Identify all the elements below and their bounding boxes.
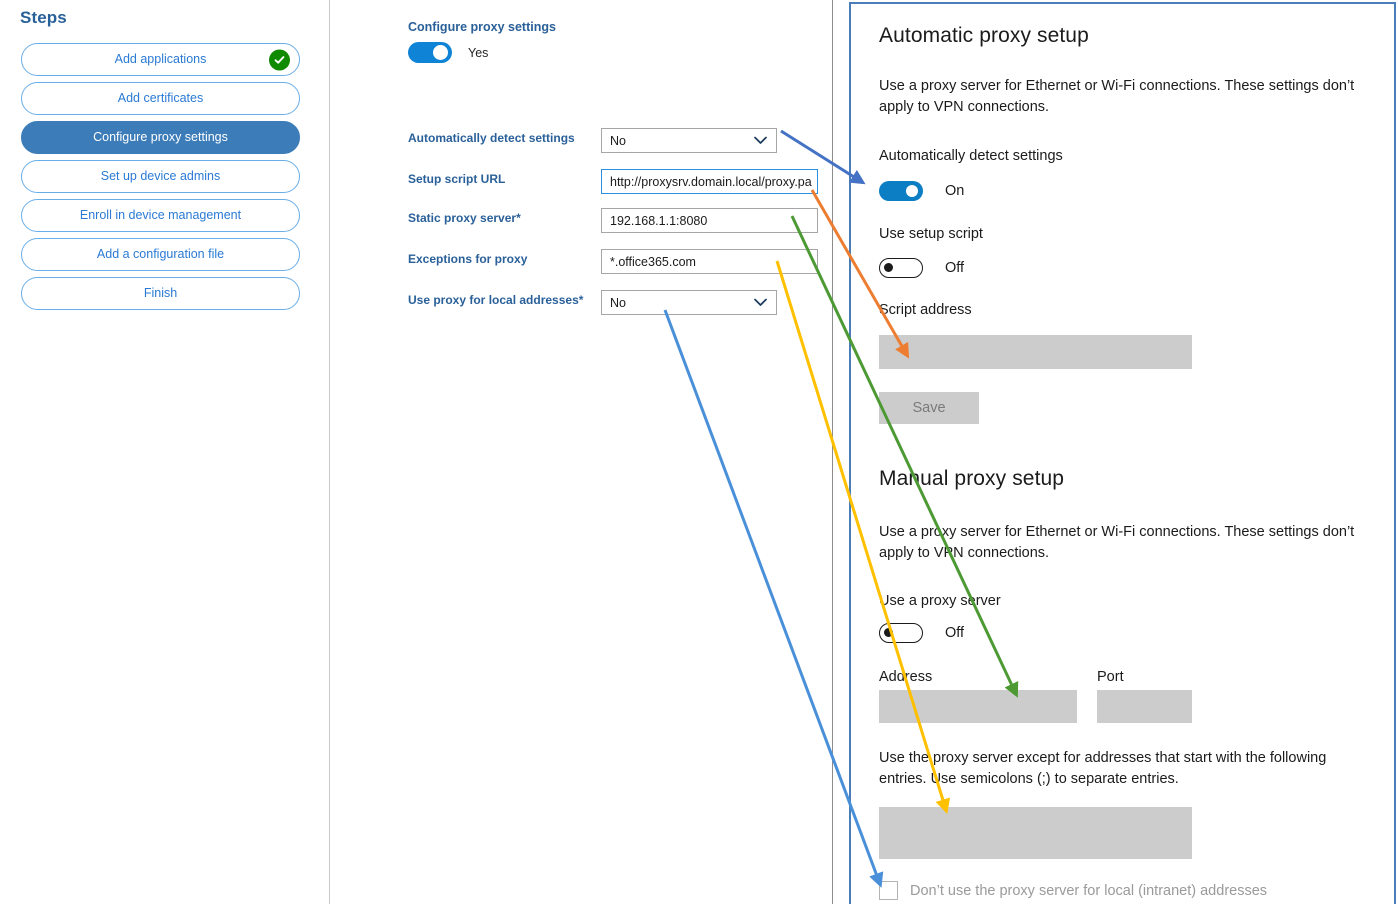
use-a-proxy-server-label: Use a proxy server bbox=[879, 593, 1001, 609]
step-item-label: Configure proxy settings bbox=[93, 130, 228, 145]
automatic-proxy-setup-heading: Automatic proxy setup bbox=[879, 24, 1089, 47]
toggle-knob bbox=[884, 263, 893, 272]
input-setup-script-url[interactable]: http://proxysrv.domain.local/proxy.pa bbox=[601, 169, 818, 194]
step-item-add-applications[interactable]: Add applications bbox=[21, 43, 300, 76]
use-a-proxy-server-toggle[interactable] bbox=[879, 623, 923, 643]
auto-detect-settings-toggle-row: On bbox=[879, 181, 964, 201]
use-setup-script-label: Use setup script bbox=[879, 226, 983, 242]
bypass-local-addresses-row: Don’t use the proxy server for local (in… bbox=[879, 881, 1267, 900]
input-static-proxy-server[interactable]: 192.168.1.1:8080 bbox=[601, 208, 818, 233]
field-label-exceptions-for-proxy: Exceptions for proxy bbox=[408, 252, 528, 266]
step-item-add-certificates[interactable]: Add certificates bbox=[21, 82, 300, 115]
step-item-add-a-configuration-file[interactable]: Add a configuration file bbox=[21, 238, 300, 271]
proxy-exceptions-description: Use the proxy server except for addresse… bbox=[879, 750, 1327, 787]
chevron-down-icon bbox=[754, 294, 767, 312]
auto-detect-settings-toggle-state: On bbox=[945, 183, 965, 199]
select-value: No bbox=[610, 295, 626, 310]
step-item-label: Finish bbox=[143, 286, 178, 301]
form-heading: Configure proxy settings bbox=[408, 20, 556, 34]
step-item-set-up-device-admins[interactable]: Set up device admins bbox=[21, 160, 300, 193]
field-label-automatically-detect-settings: Automatically detect settings bbox=[408, 131, 575, 145]
select-automatically-detect-settings[interactable]: No bbox=[601, 128, 777, 153]
auto-detect-settings-toggle[interactable] bbox=[879, 181, 923, 201]
toggle-knob bbox=[884, 628, 893, 637]
step-item-enroll-in-device-management[interactable]: Enroll in device management bbox=[21, 199, 300, 232]
manual-proxy-setup-heading: Manual proxy setup bbox=[879, 467, 1065, 490]
chevron-down-icon bbox=[754, 132, 767, 150]
step-item-label: Set up device admins bbox=[100, 169, 221, 184]
step-item-label: Add a configuration file bbox=[96, 247, 225, 262]
select-value: No bbox=[610, 133, 626, 148]
step-item-finish[interactable]: Finish bbox=[21, 277, 300, 310]
input-value: 192.168.1.1:8080 bbox=[610, 213, 708, 228]
address-label: Address bbox=[879, 669, 933, 685]
use-a-proxy-server-toggle-row: Off bbox=[879, 623, 964, 643]
use-a-proxy-server-toggle-state: Off bbox=[945, 625, 965, 641]
field-label-static-proxy-server: Static proxy server* bbox=[408, 211, 521, 225]
step-item-label: Add certificates bbox=[117, 91, 204, 106]
use-setup-script-toggle[interactable] bbox=[879, 258, 923, 278]
field-label-use-proxy-for-local-addresses: Use proxy for local addresses* bbox=[408, 293, 584, 307]
required-marker: * bbox=[578, 293, 584, 307]
port-label: Port bbox=[1097, 669, 1124, 685]
input-value: *.office365.com bbox=[610, 254, 696, 269]
configure-proxy-settings-toggle-label: Yes bbox=[468, 45, 489, 60]
input-value: http://proxysrv.domain.local/proxy.pa bbox=[610, 174, 812, 189]
save-button[interactable]: Save bbox=[879, 392, 979, 424]
automatic-proxy-setup-description: Use a proxy server for Ethernet or Wi-Fi… bbox=[879, 78, 1355, 115]
save-button-label: Save bbox=[912, 400, 946, 416]
check-circle-icon bbox=[269, 49, 290, 70]
toggle-knob bbox=[906, 185, 918, 197]
auto-detect-settings-label: Automatically detect settings bbox=[879, 148, 1063, 164]
configure-proxy-settings-toggle-row: Yes bbox=[408, 42, 488, 63]
proxy-exceptions-input[interactable] bbox=[879, 807, 1192, 859]
address-input[interactable] bbox=[879, 690, 1077, 723]
step-item-label: Add applications bbox=[114, 52, 207, 67]
script-address-label: Script address bbox=[879, 302, 972, 318]
step-item-configure-proxy-settings[interactable]: Configure proxy settings bbox=[21, 121, 300, 154]
step-item-label: Enroll in device management bbox=[79, 208, 242, 223]
port-input[interactable] bbox=[1097, 690, 1192, 723]
required-marker: * bbox=[516, 211, 521, 225]
field-label-setup-script-url: Setup script URL bbox=[408, 172, 506, 186]
steps-panel: Steps Add applications Add certificates … bbox=[0, 0, 330, 904]
script-address-input[interactable] bbox=[879, 335, 1192, 369]
toggle-knob bbox=[433, 45, 448, 60]
use-setup-script-toggle-row: Off bbox=[879, 258, 964, 278]
input-exceptions-for-proxy[interactable]: *.office365.com bbox=[601, 249, 818, 274]
select-use-proxy-for-local-addresses[interactable]: No bbox=[601, 290, 777, 315]
manual-proxy-setup-description: Use a proxy server for Ethernet or Wi-Fi… bbox=[879, 524, 1355, 561]
steps-list: Add applications Add certificates Config… bbox=[21, 43, 300, 316]
windows-proxy-settings-panel: Automatic proxy setup Use a proxy server… bbox=[849, 2, 1396, 904]
configure-proxy-settings-toggle[interactable] bbox=[408, 42, 452, 63]
proxy-form-panel: Configure proxy settings Yes Automatical… bbox=[330, 0, 833, 904]
bypass-local-addresses-checkbox[interactable] bbox=[879, 881, 898, 900]
use-setup-script-toggle-state: Off bbox=[945, 260, 965, 276]
bypass-local-addresses-label: Don’t use the proxy server for local (in… bbox=[910, 882, 1268, 899]
steps-panel-title: Steps bbox=[20, 8, 67, 27]
